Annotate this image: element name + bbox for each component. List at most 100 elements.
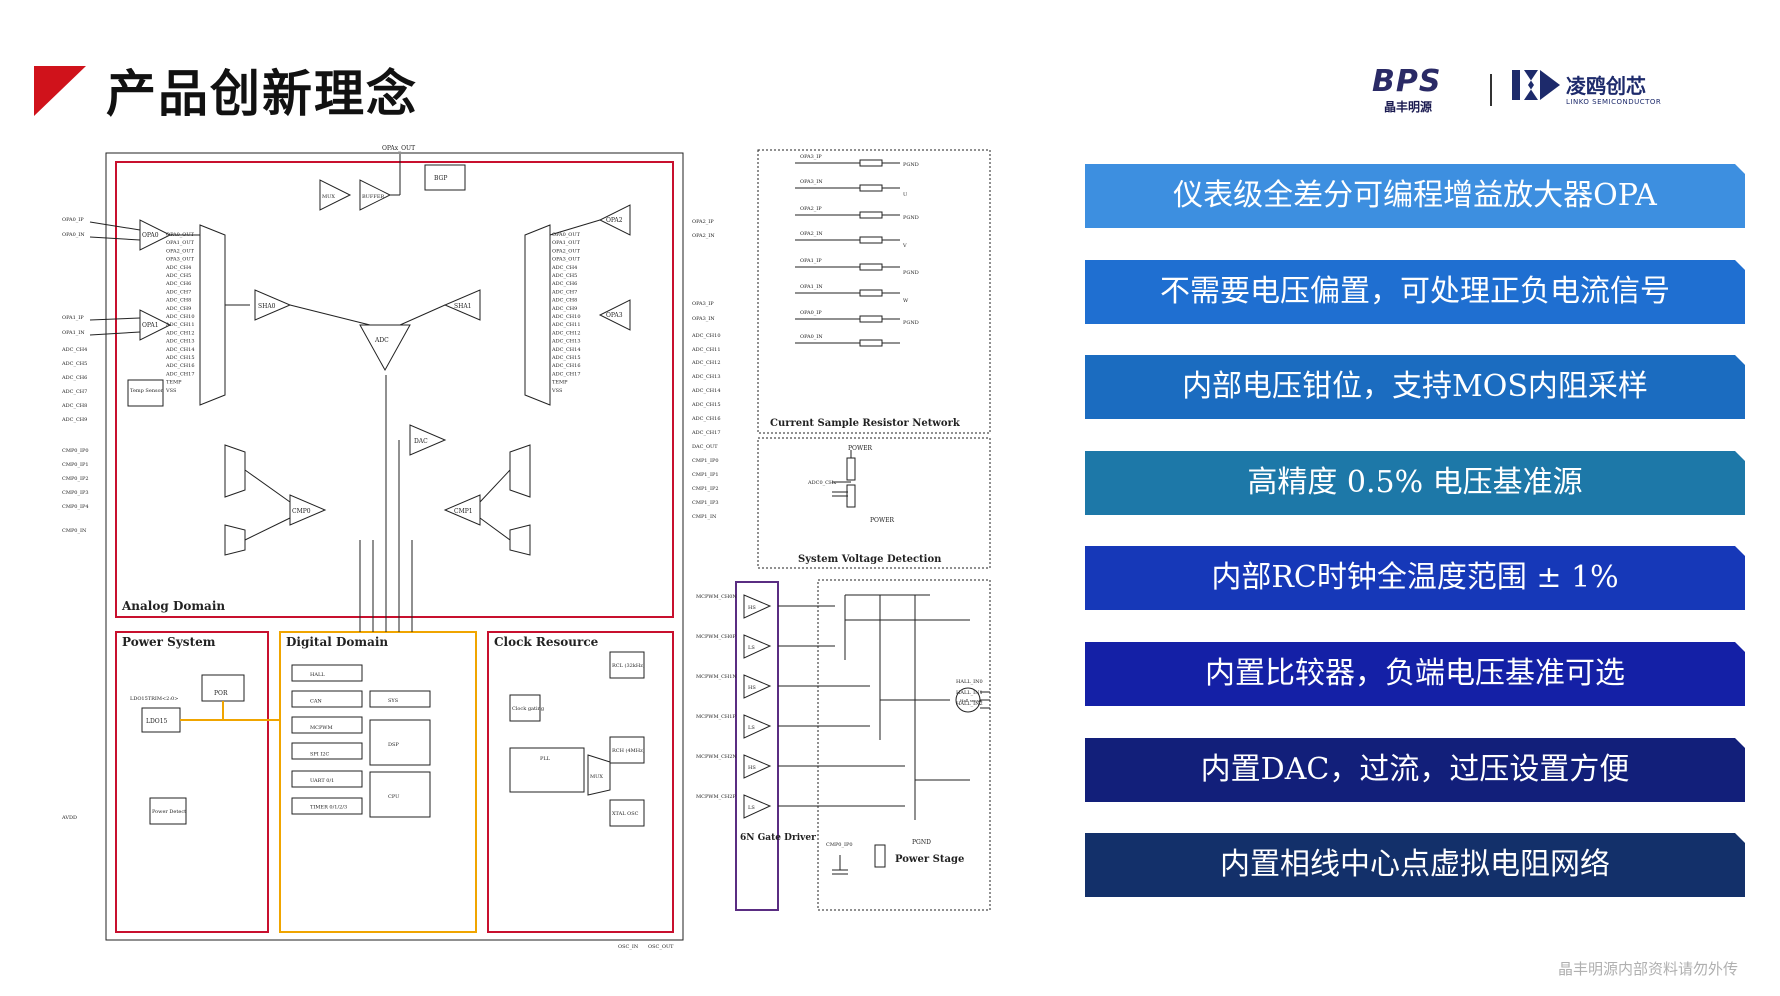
- output-mux-label: MUX: [322, 194, 335, 200]
- opa1-triangle: [139, 309, 172, 341]
- left-pin-label: OPA1_IN: [62, 330, 85, 336]
- digital-core-label: SYS: [388, 698, 399, 704]
- sense-node-label: PGND: [903, 270, 919, 276]
- linko-logo-subtitle: LINKO SEMICONDUCTOR: [1566, 98, 1662, 106]
- gate-pwm-pin-label: MCPWM_CH0P: [696, 634, 736, 640]
- left-mux-shape: [199, 224, 226, 406]
- right-mux-input-label: ADC_CH4: [551, 265, 577, 271]
- gate-hs-ls-label: HS: [748, 605, 756, 611]
- right-pin-label: CMP1_IP3: [692, 500, 719, 506]
- feature-item: 内部电压钳位，支持MOS内阻采样: [1085, 355, 1745, 419]
- feature-text: 内置比较器，负端电压基准可选: [1205, 656, 1625, 691]
- title-flag-icon: [34, 66, 86, 116]
- left-mux-input-label: ADC_CH10: [165, 314, 195, 320]
- feature-bar-bg: [1085, 451, 1745, 515]
- cmp1-triangle: [443, 494, 481, 526]
- output-mux-triangle: [319, 179, 352, 211]
- digital-core-label: CPU: [388, 794, 399, 800]
- clock-resource-label: Clock Resource: [494, 635, 599, 649]
- opa2-label: OPA2: [606, 217, 623, 224]
- left-pin-label: ADC_CH8: [61, 403, 87, 409]
- right-pin-label: CMP1_IP0: [692, 458, 719, 464]
- gate-hs-ls-label: LS: [748, 725, 755, 731]
- ldo15-label: LDO15: [146, 718, 168, 725]
- sense-node-label: W: [903, 298, 909, 304]
- sha1-label: SHA1: [454, 303, 472, 310]
- digital-block-label: TIMER 0/1/2/3: [310, 805, 347, 811]
- sha0-label: SHA0: [258, 303, 276, 310]
- bps-logo: BPS: [1372, 64, 1442, 99]
- adc-label: ADC: [374, 337, 389, 344]
- clock-resource-box: [487, 631, 674, 933]
- digital-block-label: MCPWM: [310, 725, 333, 731]
- power-system-label: Power System: [122, 635, 216, 649]
- feature-bar-bg: [1085, 833, 1745, 897]
- right-pin-label: ADC_CH17: [691, 430, 721, 436]
- adc0-chx-label: ADC0_CHx: [807, 480, 836, 486]
- cmp1-mux-upper: [509, 444, 531, 498]
- right-pin-label: ADC_CH13: [691, 374, 721, 380]
- bgp-label: BGP: [434, 175, 447, 182]
- opa0-triangle: [139, 219, 172, 251]
- sense-node-label: PGND: [903, 320, 919, 326]
- gate-hs-ls-label: LS: [748, 645, 755, 651]
- power-label-top: POWER: [848, 445, 873, 452]
- feature-text: 内部RC时钟全温度范围 ± 1%: [1211, 560, 1619, 595]
- opa1-label: OPA1: [142, 322, 159, 329]
- digital-core-label: DSP: [388, 742, 399, 748]
- gate-pwm-pin-label: MCPWM_CH1P: [696, 714, 736, 720]
- adc-triangle: [359, 324, 411, 372]
- xtal-box: [609, 799, 645, 827]
- left-mux-input-label: VSS: [165, 388, 177, 394]
- cmp0-label: CMP0: [292, 508, 311, 515]
- power-label-stage: POWER: [870, 517, 895, 524]
- power-stage-label: Power Stage: [895, 854, 964, 865]
- left-pin-label: AVDD: [61, 815, 77, 821]
- sense-pin-label: OPA2_IP: [800, 206, 822, 212]
- digital-block-label: SPI I2C: [310, 752, 330, 758]
- right-pin-label: ADC_CH15: [691, 402, 721, 408]
- feature-item: 内部RC时钟全温度范围 ± 1%: [1085, 546, 1745, 610]
- left-mux-input-label: ADC_CH11: [165, 322, 195, 328]
- temp-sensor-box: [127, 379, 164, 407]
- chip-block-diagram: Analog Domain Power System Digital Domai…: [61, 145, 991, 950]
- opa2-triangle: [598, 204, 631, 236]
- sense-pin-label: OPA1_IN: [800, 284, 823, 290]
- clock-mux-label: MUX: [590, 774, 603, 780]
- sense-pin-label: OPA3_IP: [800, 154, 822, 160]
- feature-bar-bg: [1085, 642, 1745, 706]
- feature-bar-bg: [1085, 355, 1745, 419]
- opa3-label: OPA3: [606, 312, 623, 319]
- left-mux-input-label: ADC_CH17: [165, 371, 195, 377]
- right-pin-label: OPA2_IP: [692, 219, 714, 225]
- pll-label: PLL: [540, 756, 551, 762]
- opa3-triangle: [598, 299, 631, 331]
- right-pin-label: ADC_CH10: [691, 333, 721, 339]
- power-stage-box: [817, 579, 991, 911]
- right-mux-input-label: ADC_CH13: [551, 339, 581, 345]
- feature-item: 内置DAC，过流，过压设置方便: [1085, 738, 1745, 802]
- feature-item: 高精度 0.5% 电压基准源: [1085, 451, 1745, 515]
- left-pin-label: OPA1_IP: [62, 315, 84, 321]
- left-mux-input-label: ADC_CH16: [165, 363, 195, 369]
- gate-pwm-pin-label: MCPWM_CH2P: [696, 794, 736, 800]
- brand-logos: BPS 晶丰明源 凌鸥创芯 LINKO SEMICONDUCTOR: [1372, 64, 1672, 114]
- dac-label: DAC: [414, 438, 428, 445]
- right-mux-input-label: ADC_CH5: [551, 273, 577, 279]
- sense-pin-label: OPA0_IP: [800, 310, 822, 316]
- feature-bar-bg: [1085, 164, 1745, 228]
- left-pin-label: CMP0_IN: [62, 528, 87, 534]
- linko-logo-icon: [1512, 70, 1560, 100]
- sense-node-label: V: [902, 243, 907, 249]
- rch-label: RCH (4MHz): [612, 747, 645, 754]
- analog-domain-label: Analog Domain: [121, 599, 225, 613]
- xtal-label: XTAL OSC: [612, 811, 639, 817]
- temp-sensor-label: Temp Sensor: [130, 388, 164, 394]
- sha1-triangle: [443, 289, 481, 321]
- hall-pin-label: HALL_IN2: [956, 701, 983, 707]
- left-mux-input-label: OPA1_OUT: [166, 240, 195, 246]
- clock-gating-label: Clock gating: [512, 706, 545, 712]
- cmp0-mux-upper: [224, 444, 246, 498]
- sense-resistors: [795, 159, 900, 347]
- logo-divider: [1490, 74, 1492, 106]
